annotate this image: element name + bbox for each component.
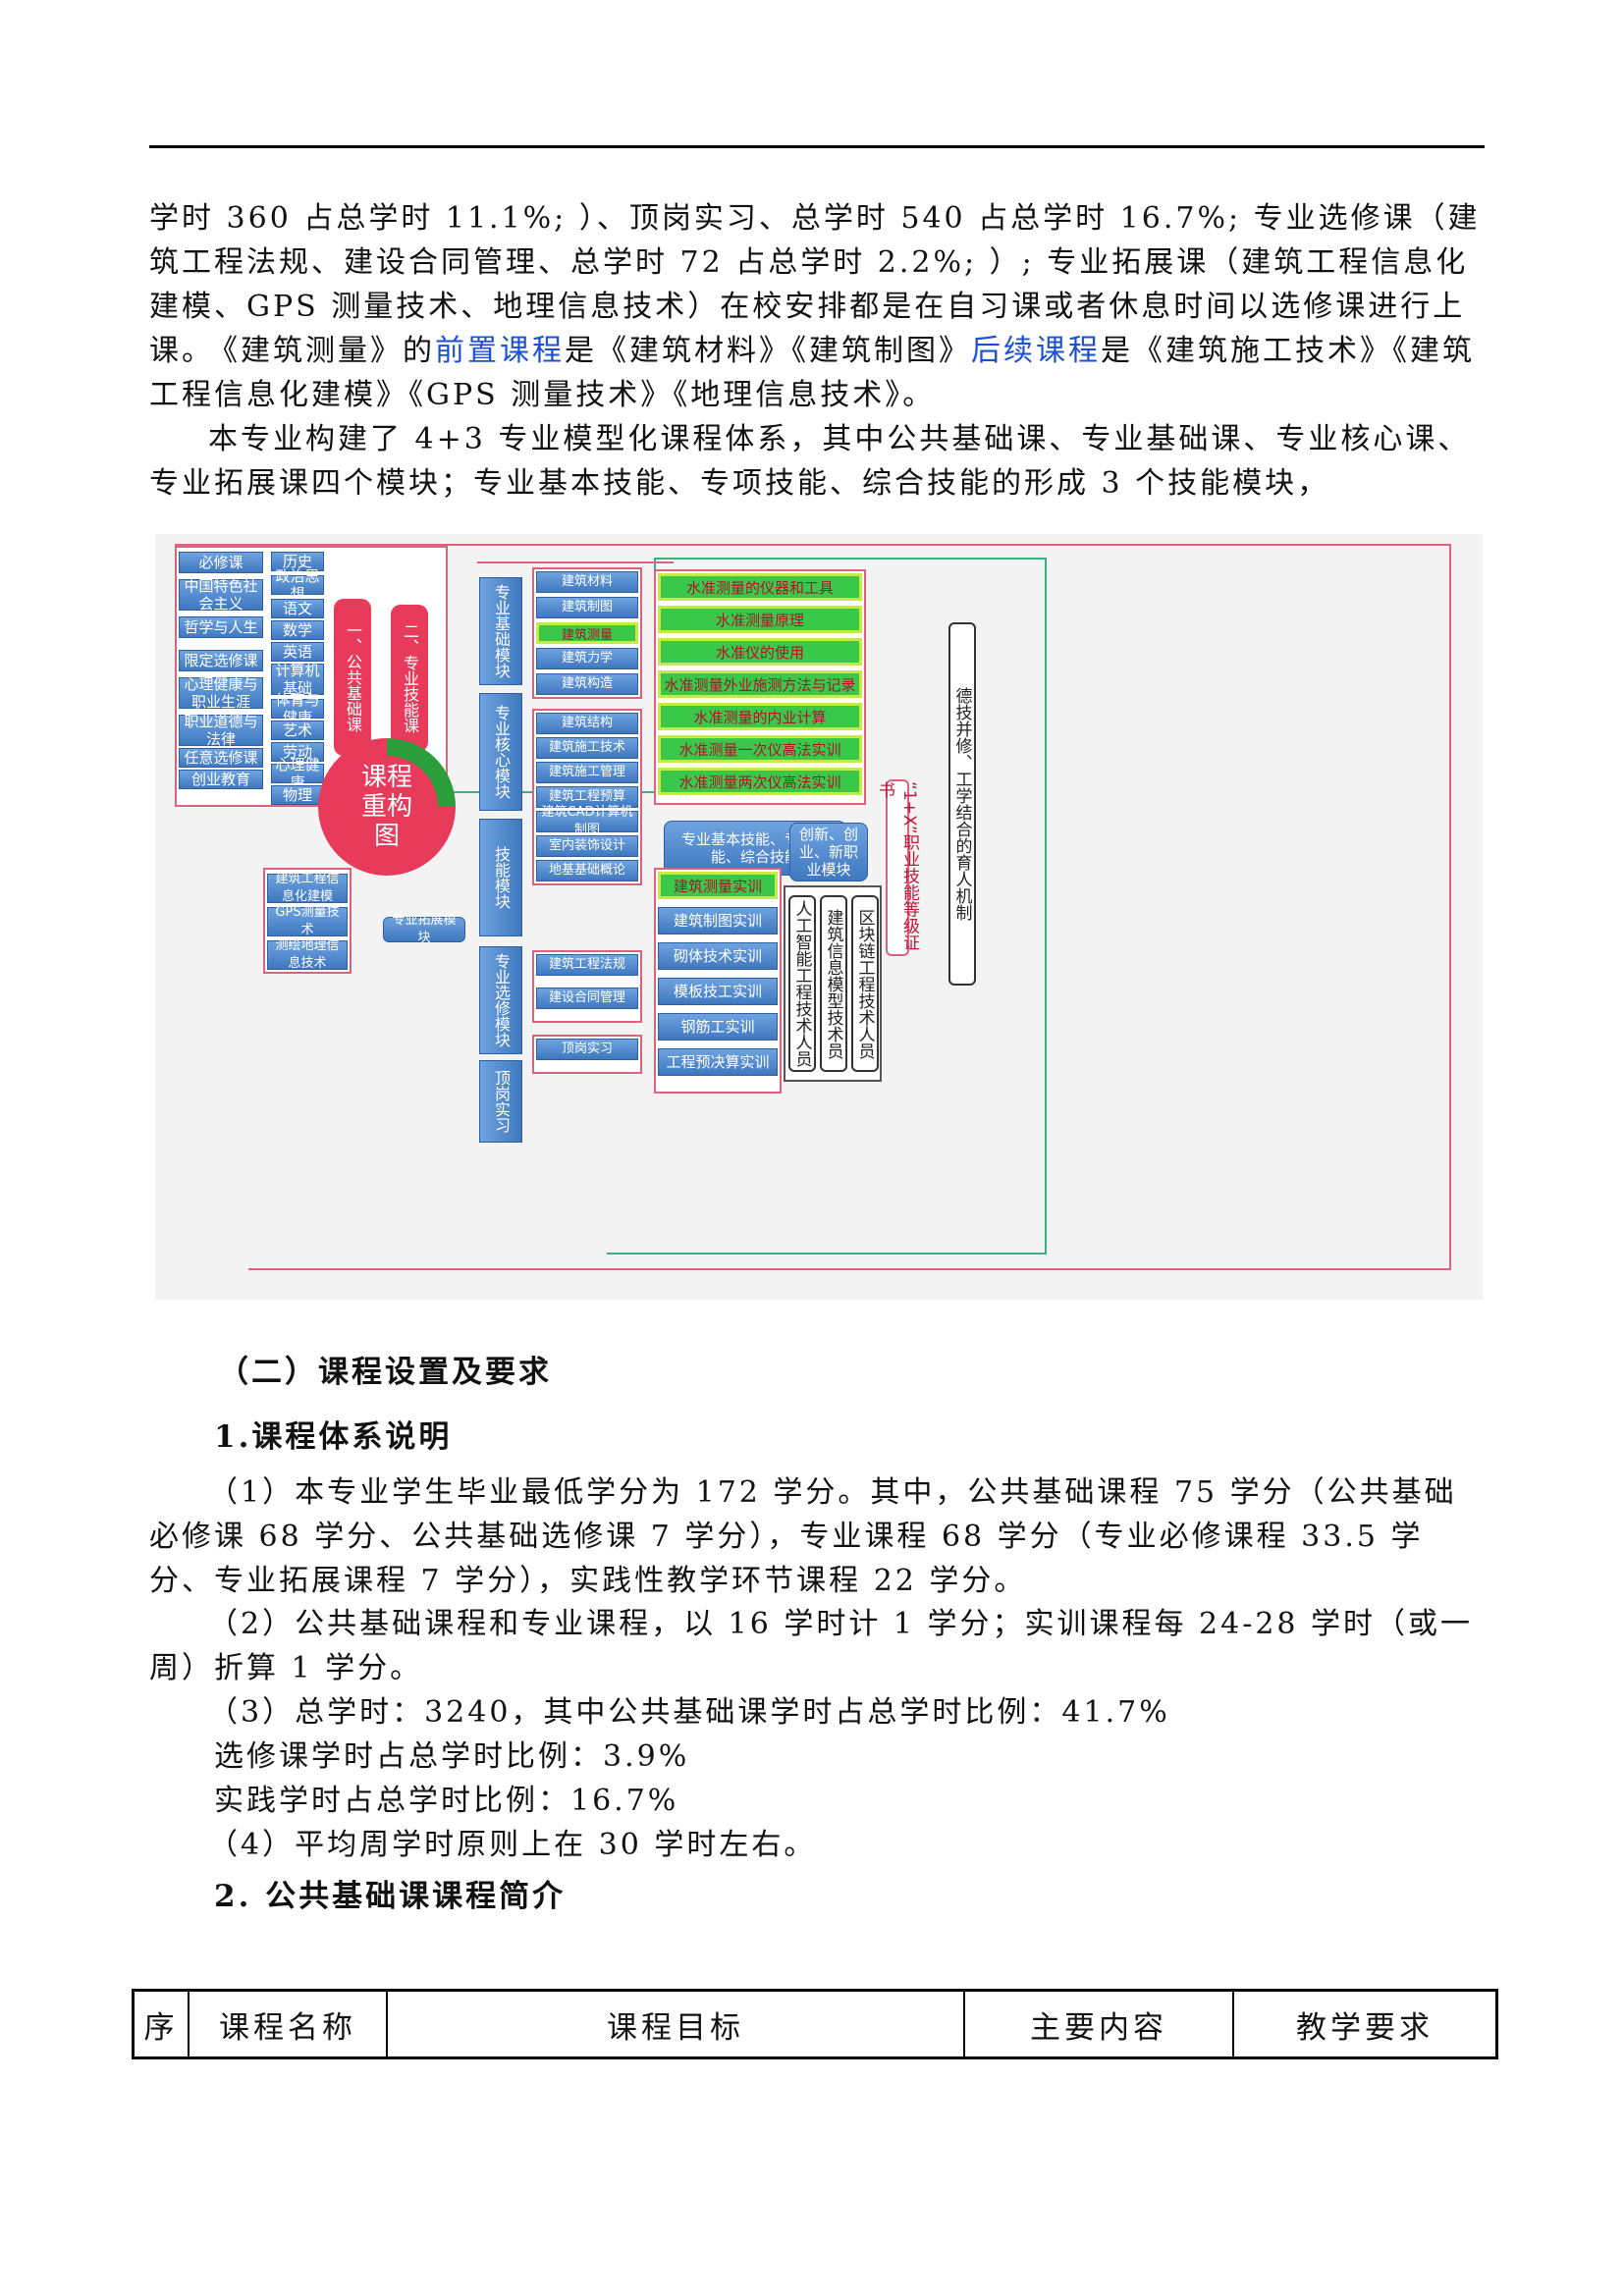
subsection-title-1: 1.课程体系说明 — [214, 1419, 453, 1455]
survey-item-3: 水准测量外业施测方法与记录 — [658, 670, 862, 698]
expansion-course-1: GPS测量技术 — [267, 905, 348, 937]
course-box-3: 建筑力学 — [536, 648, 638, 669]
career-bim: 建筑信息模型技术员 — [820, 895, 847, 1072]
course-box-11: 地基基础概论 — [536, 860, 638, 881]
requirement-3b: 选修课学时占总学时比例：3.9% — [214, 1739, 690, 1774]
course-table-header: 序 课程名称 课程目标 主要内容 教学要求 — [132, 1989, 1498, 2059]
basic-subject-7: 艺术 — [271, 721, 324, 740]
public-course-4: 心理健康与职业生涯 — [179, 675, 263, 711]
practice-item-1: 建筑制图实训 — [658, 907, 778, 934]
requirement-1: （1）本专业学生毕业最低学分为 172 学分。其中，公共基础课程 75 学分（公… — [149, 1475, 1457, 1598]
practice-item-4: 钢筋工实训 — [658, 1013, 778, 1041]
module-core: 专业核心模块 — [479, 693, 522, 811]
course-box-4: 建筑构造 — [536, 673, 638, 695]
requirement-3: （3）总学时：3240，其中公共基础课学时占总学时比例：41.7% — [208, 1695, 1170, 1730]
col-course-goal: 课程目标 — [388, 1992, 965, 2056]
header-rule — [149, 145, 1485, 148]
professional-skill-label: 二、专业技能课 — [391, 605, 428, 752]
course-box-6: 建筑施工技术 — [536, 737, 638, 759]
basic-subject-4: 英语 — [271, 642, 324, 662]
public-course-7: 创业教育 — [179, 770, 263, 789]
public-course-6: 任意选修课 — [179, 748, 263, 768]
requirement-4: （4）平均周学时原则上在 30 学时左右。 — [208, 1828, 817, 1862]
basic-subject-2: 语文 — [271, 599, 324, 618]
requirement-3c: 实践学时占总学时比例：16.7% — [214, 1784, 679, 1818]
paragraph-prerequisites: 《建筑测量》的前置课程是《建筑材料》《建筑制图》后续课程是《建筑施工技术》《建筑… — [149, 334, 1475, 412]
paragraph-structure: 本专业构建了 4+3 专业模型化课程体系，其中公共基础课、专业基础课、专业核心课… — [149, 422, 1471, 501]
public-course-1: 中国特色社会主义 — [179, 577, 263, 613]
innovation-module: 创新、创业、新职业模块 — [789, 823, 868, 881]
survey-item-5: 水准测量一次仪高法实训 — [658, 735, 862, 763]
course-box-13: 建设合同管理 — [536, 988, 638, 1009]
course-box-1: 建筑制图 — [536, 597, 638, 618]
col-index: 序 — [135, 1992, 189, 2056]
practice-item-2: 砌体技术实训 — [658, 942, 778, 970]
survey-item-0: 水准测量的仪器和工具 — [658, 573, 862, 601]
section-title: （二）课程设置及要求 — [218, 1355, 552, 1390]
link-followup: 后续课程 — [971, 334, 1101, 368]
module-elective: 专业选修模块 — [479, 946, 522, 1054]
expansion-module: 专业拓展模块 — [383, 913, 465, 945]
paragraph-credits: 学时 360 占总学时 11.1%; ）、顶岗实习、总学时 540 占总学时 1… — [149, 201, 1481, 368]
career-blockchain: 区块链工程技术人员 — [851, 895, 879, 1072]
basic-subject-0: 历史 — [271, 552, 324, 571]
course-box-8: 建筑工程预算 — [536, 786, 638, 808]
basic-subject-9: 心理健康 — [271, 756, 324, 791]
subsection-title-2: 2. 公共基础课课程简介 — [214, 1879, 567, 1914]
module-internship: 顶岗实习 — [479, 1060, 522, 1143]
practice-item-5: 工程预决算实训 — [658, 1048, 778, 1076]
course-box-2: 建筑测量 — [536, 622, 638, 644]
requirement-2: （2）公共基础课程和专业课程，以 16 学时计 1 学分；实训课程每 24-28… — [149, 1607, 1474, 1685]
basic-subject-3: 数学 — [271, 620, 324, 640]
certificate-label: “1+X”职业技能等级证书 — [875, 779, 919, 956]
course-box-10: 室内装饰设计 — [536, 835, 638, 857]
module-skill: 技能模块 — [479, 819, 522, 936]
course-reconstruction-diagram: 必修课中国特色社会主义哲学与人生限定选修课心理健康与职业生涯职业道德与法律任意选… — [155, 534, 1483, 1300]
col-main-content: 主要内容 — [965, 1992, 1234, 2056]
public-course-5: 职业道德与法律 — [179, 713, 263, 748]
col-teaching-req: 教学要求 — [1296, 2009, 1434, 2046]
basic-subject-1: 政治思想 — [271, 567, 324, 603]
basic-subject-5: 计算机基础 — [271, 662, 324, 697]
public-course-2: 哲学与人生 — [179, 616, 263, 638]
survey-item-4: 水准测量的内业计算 — [658, 703, 862, 730]
course-box-5: 建筑结构 — [536, 713, 638, 734]
public-basic-label: 一、公共基础课 — [334, 599, 371, 756]
public-course-3: 限定选修课 — [179, 650, 263, 671]
course-box-7: 建筑施工管理 — [536, 762, 638, 783]
survey-item-1: 水准测量原理 — [658, 606, 862, 633]
module-basic: 专业基础模块 — [479, 577, 522, 685]
expansion-course-0: 建筑工程信息化建模 — [267, 872, 348, 904]
col-course-name: 课程名称 — [189, 1992, 388, 2056]
basic-subject-10: 物理 — [271, 785, 324, 805]
course-box-12: 建筑工程法规 — [536, 954, 638, 976]
career-ai: 人工智能工程技术人员 — [788, 895, 816, 1072]
basic-subject-6: 体育与健康 — [271, 691, 324, 726]
practice-item-0: 建筑测量实训 — [658, 872, 778, 899]
course-reconstruction-circle: 课程重构图 — [318, 738, 456, 876]
course-box-0: 建筑材料 — [536, 571, 638, 593]
survey-item-6: 水准测量两次仪高法实训 — [658, 768, 862, 795]
course-box-14: 顶岗实习 — [536, 1039, 638, 1060]
basic-subject-8: 劳动 — [271, 742, 324, 762]
survey-item-2: 水准仪的使用 — [658, 638, 862, 666]
education-mechanism-label: 德技并修、工学结合的育人机制 — [948, 622, 976, 986]
expansion-course-2: 测绘地理信息技术 — [267, 938, 348, 971]
course-box-9: 建筑CAD计算机制图 — [536, 805, 638, 837]
practice-item-3: 模板技工实训 — [658, 978, 778, 1005]
link-prerequisite: 前置课程 — [435, 334, 565, 368]
public-course-0: 必修课 — [179, 552, 263, 573]
